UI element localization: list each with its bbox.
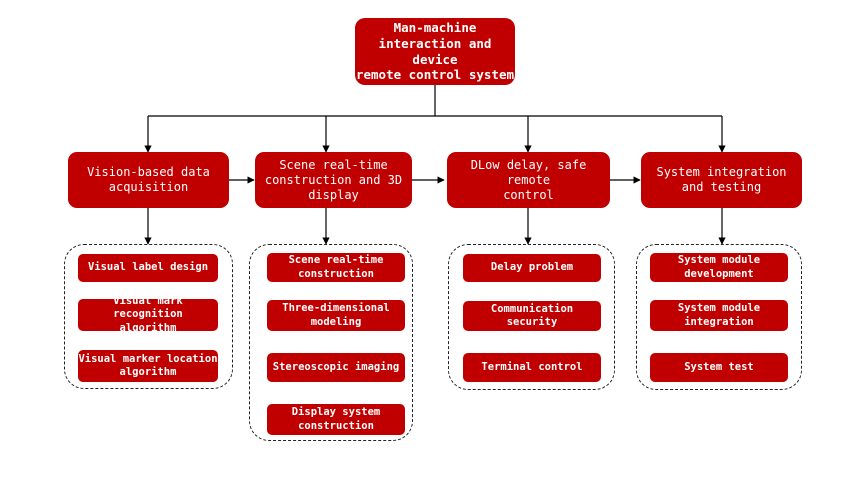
category-scene-3d-display: Scene real-time construction and 3D disp… xyxy=(255,152,412,208)
item-visual-label-design: Visual label design xyxy=(78,254,218,282)
category-remote-control: DLow delay, safe remote control xyxy=(447,152,610,208)
group-vision xyxy=(64,244,233,389)
item-delay-problem: Delay problem xyxy=(463,254,601,282)
category-integration-testing: System integration and testing xyxy=(641,152,802,208)
group-remote-control xyxy=(448,244,615,390)
item-system-module-development: System module development xyxy=(650,253,788,282)
item-system-module-integration: System module integration xyxy=(650,300,788,331)
item-visual-marker-location: Visual marker location algorithm xyxy=(78,350,218,382)
item-stereoscopic-imaging: Stereoscopic imaging xyxy=(267,353,405,382)
item-three-dimensional-modeling: Three-dimensional modeling xyxy=(267,300,405,331)
root-node: Man-machine interaction and device remot… xyxy=(355,18,515,85)
item-scene-real-time-construction: Scene real-time construction xyxy=(267,253,405,282)
item-display-system-construction: Display system construction xyxy=(267,404,405,435)
group-scene xyxy=(249,244,413,441)
item-terminal-control: Terminal control xyxy=(463,353,601,382)
item-system-test: System test xyxy=(650,353,788,382)
item-communication-security: Communication security xyxy=(463,301,601,331)
group-integration xyxy=(636,244,802,390)
item-visual-mark-recognition: Visual mark recognition algorithm xyxy=(78,295,218,334)
category-vision-data-acquisition: Vision-based data acquisition xyxy=(68,152,229,208)
